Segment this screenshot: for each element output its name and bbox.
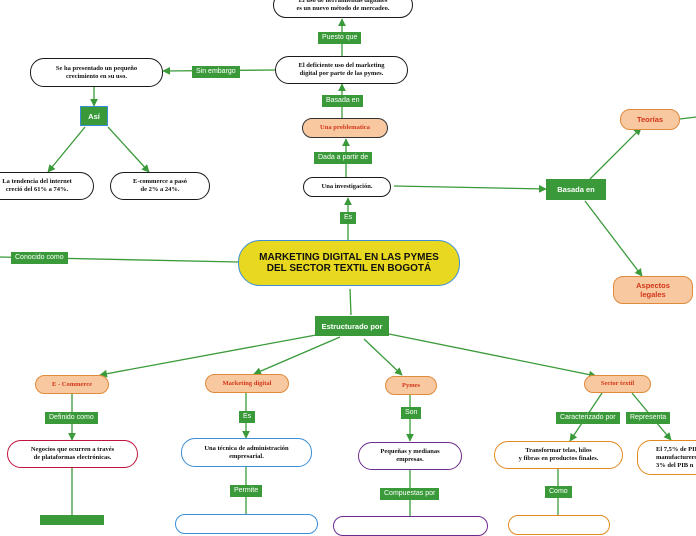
node-estructurado-por[interactable]: Estructurado por bbox=[315, 316, 389, 336]
label-es-top: Es bbox=[340, 212, 357, 224]
label-son: Son bbox=[401, 407, 422, 419]
node-herramientas[interactable]: El uso de herramientas digitales es un n… bbox=[273, 0, 413, 18]
label-puesto-que: Puesto que bbox=[318, 32, 362, 44]
label-es-mid: Es bbox=[239, 411, 256, 423]
label-caracterizado-por: Caracterizado por bbox=[556, 412, 620, 424]
node-marketing-digital[interactable]: Marketing digital bbox=[205, 374, 289, 393]
node-bottom-blue bbox=[175, 514, 318, 534]
node-tecnica[interactable]: Una técnica de administración empresaria… bbox=[181, 438, 312, 467]
node-problematica[interactable]: Una problematica bbox=[302, 118, 388, 138]
node-aspectos-legales[interactable]: Aspectos legales bbox=[613, 276, 693, 304]
node-pequenas-medianas[interactable]: Pequeñas y medianas empresas. bbox=[358, 442, 462, 470]
node-bottom-green bbox=[40, 515, 104, 525]
node-investigacion[interactable]: Una investigación. bbox=[303, 177, 391, 197]
label-compuestas-por: Compuestas por bbox=[380, 488, 440, 500]
node-tendencia-internet[interactable]: La tendencia del internet creció del 61%… bbox=[0, 172, 94, 200]
node-pymes[interactable]: Pymes bbox=[385, 376, 437, 395]
node-teorias[interactable]: Teorías bbox=[620, 109, 680, 130]
node-deficiente-uso[interactable]: El deficiente uso del marketing digital … bbox=[275, 56, 408, 84]
node-transformar[interactable]: Transformar telas, hilos y fibras en pro… bbox=[494, 441, 623, 469]
node-bottom-purple bbox=[333, 516, 488, 536]
label-dada-a-partir-de: Dada a partir de bbox=[314, 152, 373, 164]
node-negocios[interactable]: Negocios que ocurren a través de platafo… bbox=[7, 440, 138, 468]
label-permite: Permite bbox=[230, 485, 263, 497]
label-conocido-como: Conocido como bbox=[11, 252, 68, 264]
node-porcentaje-pib[interactable]: El 7,5% de PIB manufacturero 3% del PIB … bbox=[637, 440, 696, 475]
label-basada-en: Basada en bbox=[322, 95, 364, 107]
node-ecommerce-crecimiento[interactable]: E-commerce a pasó de 2% a 24%. bbox=[110, 172, 210, 200]
node-sector-textil[interactable]: Sector textil bbox=[584, 375, 651, 393]
label-sin-embargo: Sin embargo bbox=[192, 66, 240, 78]
label-como: Como bbox=[545, 486, 572, 498]
node-basada-en[interactable]: Basada en bbox=[546, 179, 606, 200]
central-topic[interactable]: MARKETING DIGITAL EN LAS PYMES DEL SECTO… bbox=[238, 240, 460, 286]
node-pequeno-crecimiento[interactable]: Se ha presentado un pequeño crecimiento … bbox=[30, 58, 163, 87]
label-representa: Representa bbox=[626, 412, 671, 424]
node-asi[interactable]: Así bbox=[80, 106, 108, 126]
node-bottom-orange bbox=[508, 515, 610, 535]
label-definido-como: Definido como bbox=[45, 412, 98, 424]
node-e-commerce[interactable]: E - Commerce bbox=[35, 375, 109, 394]
